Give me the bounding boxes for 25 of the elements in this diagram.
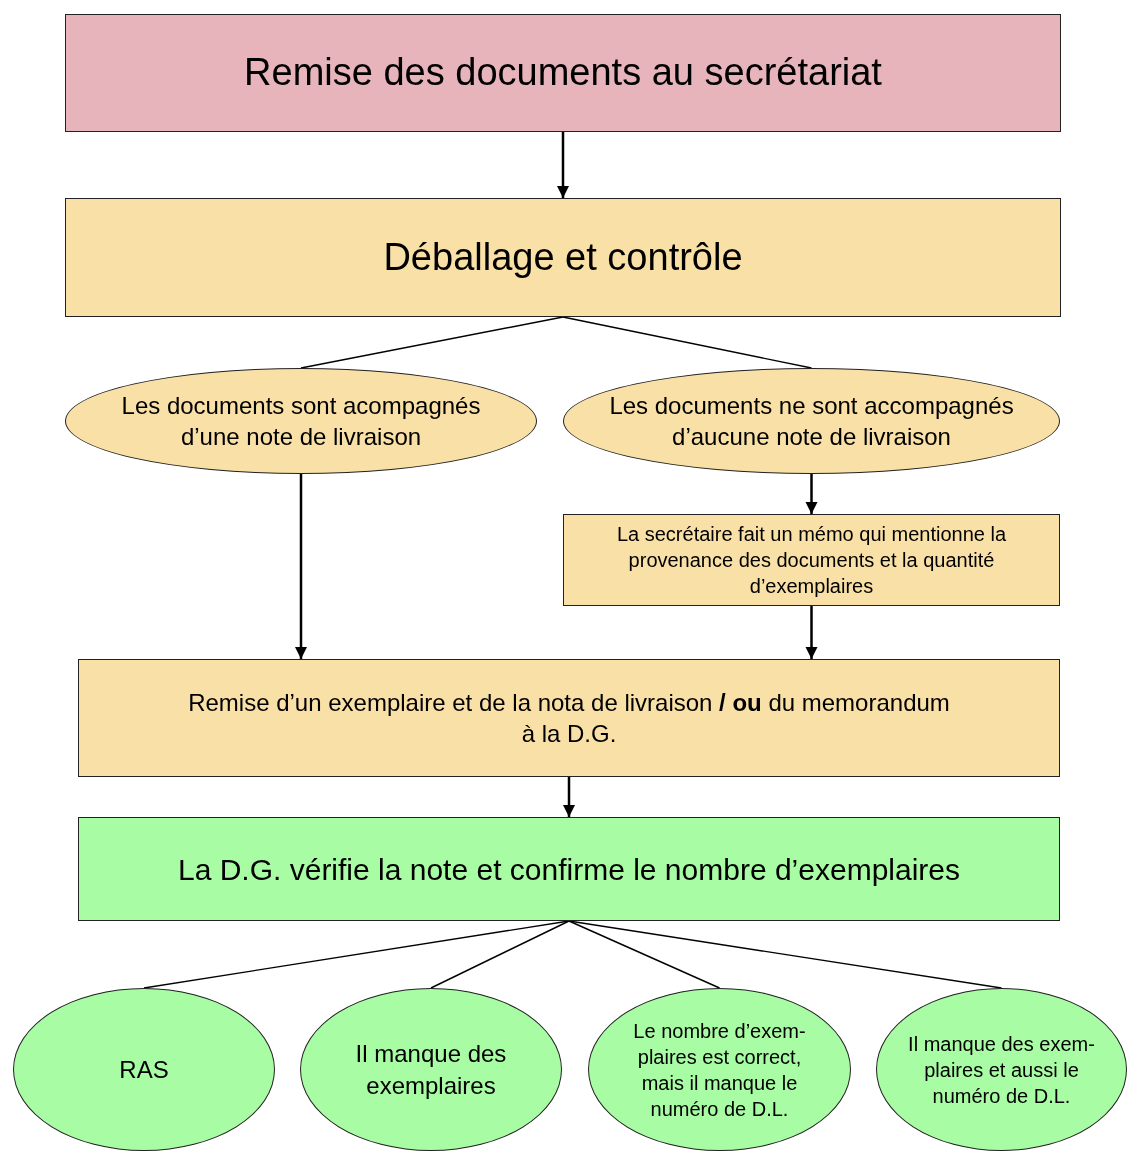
arrow — [562, 777, 576, 817]
node-text: RAS — [119, 1054, 169, 1085]
arrow — [556, 132, 570, 198]
connector-line — [562, 316, 813, 369]
process-box — [563, 514, 1060, 606]
arrow — [805, 474, 818, 514]
process-box — [78, 659, 1060, 777]
connector-line — [430, 920, 570, 989]
node-text: La D.G. vérifie la note et confirme le nombre d’exemplaires — [178, 851, 960, 888]
process-box — [65, 198, 1061, 317]
process-box — [65, 14, 1061, 132]
node-text: Il manque des exemplaires — [354, 1039, 508, 1101]
node-text: Les documents ne sont accompagnés d’aucune note de livraison — [608, 390, 1015, 452]
node-text: Le nombre d’exem- plaires est correct, mais il manque le numéro de D.L. — [632, 1018, 807, 1122]
node-text: Déballage et contrôle — [383, 234, 743, 280]
node-text: Il manque des exem- plaires et aussi le numéro de D.L. — [907, 1031, 1096, 1109]
arrow — [805, 606, 818, 659]
arrow — [294, 474, 308, 659]
connector-line — [300, 316, 564, 369]
node-text: Remise des documents au secrétariat — [244, 50, 882, 96]
process-box — [78, 817, 1060, 921]
node-text: La secrétaire fait un mémo qui mentionne la provenance des documents et la quantité d’exemplaires — [615, 522, 1008, 599]
node-text: Remise d’un exemplaire et de la nota de livraison / ou du memorandum à la D.G. — [187, 687, 951, 749]
connector-line — [568, 920, 721, 989]
node-text: Les documents sont acompagnés d’une note de livraison — [120, 390, 482, 452]
